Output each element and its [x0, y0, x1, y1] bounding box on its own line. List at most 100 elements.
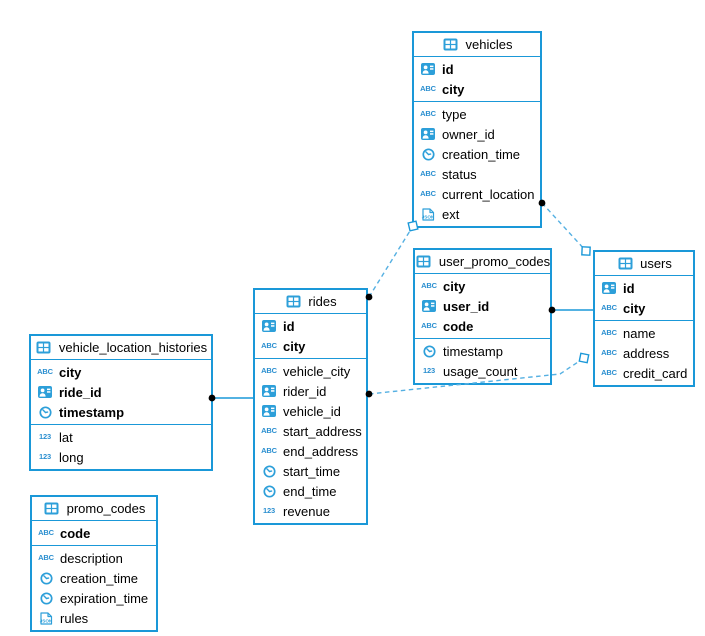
field-row-city[interactable]: ABC city: [31, 362, 211, 382]
person-id-icon: [260, 385, 278, 397]
field-label: expiration_time: [60, 590, 149, 606]
table-header[interactable]: rides: [255, 290, 366, 314]
field-row-ride_id[interactable]: ride_id: [31, 382, 211, 402]
table-header[interactable]: vehicle_location_histories: [31, 336, 211, 360]
relation-vehicles-to-users: [538, 199, 591, 256]
table-grid-icon: [616, 257, 634, 270]
field-label: user_id: [443, 298, 490, 314]
field-label: timestamp: [59, 404, 125, 420]
field-label: id: [442, 61, 454, 77]
field-label: city: [443, 278, 466, 294]
field-label: lat: [59, 429, 73, 445]
field-row-expiration_time[interactable]: expiration_time: [32, 588, 156, 608]
person-id-icon: [36, 386, 54, 398]
text-type-icon: ABC: [421, 281, 437, 291]
person-id-icon: [600, 282, 618, 294]
field-label: city: [59, 364, 82, 380]
field-row-owner_id[interactable]: owner_id: [414, 124, 540, 144]
table-title: vehicle_location_histories: [58, 340, 208, 355]
number-type-icon: 123: [263, 506, 275, 516]
clock-icon: [260, 464, 278, 478]
field-row-code[interactable]: ABC code: [415, 316, 550, 336]
field-label: code: [443, 318, 474, 334]
clock-icon: [37, 591, 55, 605]
table-header[interactable]: promo_codes: [32, 497, 156, 521]
field-row-end_time[interactable]: end_time: [255, 481, 366, 501]
field-label: revenue: [283, 503, 330, 519]
table-grid-icon: [35, 341, 53, 354]
field-row-id[interactable]: id: [414, 59, 540, 79]
field-label: ext: [442, 206, 460, 222]
table-grid-icon: [415, 255, 433, 268]
text-type-icon: ABC: [421, 321, 437, 331]
field-row-ext[interactable]: JSON ext: [414, 204, 540, 224]
field-row-id[interactable]: id: [255, 316, 366, 336]
number-type-icon: 123: [39, 432, 51, 442]
person-id-icon: [260, 405, 278, 417]
field-row-revenue[interactable]: 123 revenue: [255, 501, 366, 521]
svg-text:JSON: JSON: [40, 618, 53, 623]
number-type-icon: 123: [423, 366, 435, 376]
field-label: id: [623, 280, 635, 296]
field-row-creation_time[interactable]: creation_time: [414, 144, 540, 164]
field-label: vehicle_city: [283, 363, 351, 379]
field-row-user_id[interactable]: user_id: [415, 296, 550, 316]
field-row-vehicle_id[interactable]: vehicle_id: [255, 401, 366, 421]
json-document-icon: JSON: [419, 207, 437, 221]
field-label: id: [283, 318, 295, 334]
field-row-lat[interactable]: 123 lat: [31, 427, 211, 447]
clock-icon: [419, 147, 437, 161]
field-label: current_location: [442, 186, 535, 202]
field-row-id[interactable]: id: [595, 278, 693, 298]
table-header[interactable]: user_promo_codes: [415, 250, 550, 274]
field-row-city[interactable]: ABC city: [415, 276, 550, 296]
field-label: start_address: [283, 423, 362, 439]
field-row-vehicle_city[interactable]: ABC vehicle_city: [255, 361, 366, 381]
table-header[interactable]: vehicles: [414, 33, 540, 57]
field-row-timestamp[interactable]: timestamp: [415, 341, 550, 361]
field-row-creation_time[interactable]: creation_time: [32, 568, 156, 588]
relation-rides-to-vehicles: [365, 220, 419, 301]
table-header[interactable]: users: [595, 252, 693, 276]
field-label: owner_id: [442, 126, 495, 142]
text-type-icon: ABC: [261, 366, 277, 376]
field-label: long: [59, 449, 84, 465]
field-label: description: [60, 550, 123, 566]
field-label: vehicle_id: [283, 403, 341, 419]
person-id-icon: [419, 128, 437, 140]
person-id-icon: [420, 300, 438, 312]
field-label: status: [442, 166, 477, 182]
field-row-start_time[interactable]: start_time: [255, 461, 366, 481]
field-row-timestamp[interactable]: timestamp: [31, 402, 211, 422]
person-id-icon: [419, 63, 437, 75]
field-row-rider_id[interactable]: rider_id: [255, 381, 366, 401]
text-type-icon: ABC: [37, 367, 53, 377]
field-label: ride_id: [59, 384, 102, 400]
